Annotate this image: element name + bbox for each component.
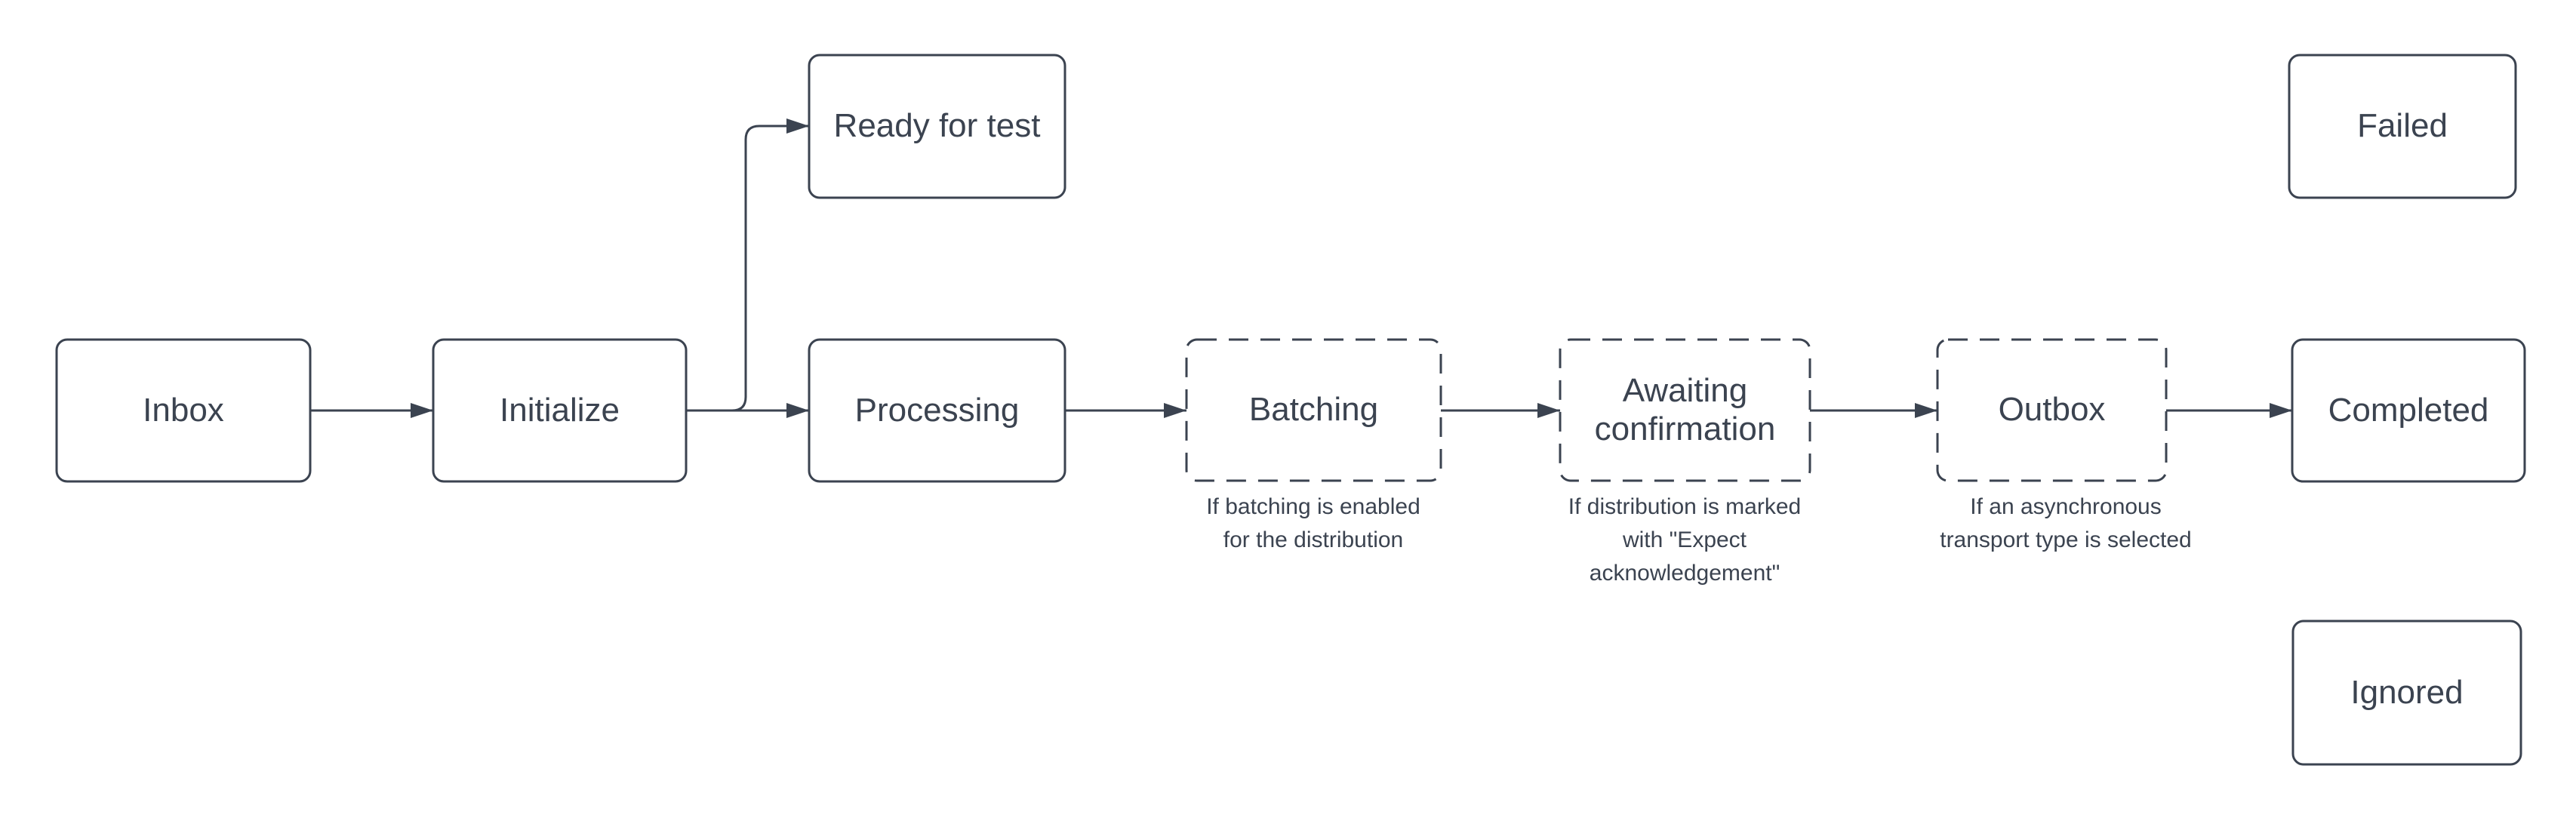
caption-batching-condition: If batching is enabled for the distribut… (1206, 494, 1420, 552)
node-processing[interactable]: Processing (809, 340, 1065, 481)
caption-outbox-condition: If an asynchronous transport type is sel… (1940, 494, 2192, 552)
node-ignored-label: Ignored (2350, 673, 2464, 711)
edge-initialize-to-ready-for-test (686, 118, 809, 412)
node-inbox-label: Inbox (143, 391, 224, 429)
node-batching-label: Batching (1248, 391, 1379, 429)
node-completed[interactable]: Completed (2292, 340, 2525, 481)
caption-awaiting-confirmation-condition: If distribution is marked with "Expect a… (1568, 494, 1802, 586)
node-awaiting-confirmation[interactable]: Awaiting confirmation (1560, 340, 1810, 481)
node-outbox[interactable]: Outbox (1937, 340, 2166, 481)
node-completed-label: Completed (2328, 391, 2489, 429)
node-failed[interactable]: Failed (2289, 55, 2516, 198)
node-inbox[interactable]: Inbox (57, 340, 310, 481)
node-initialize[interactable]: Initialize (433, 340, 686, 481)
node-ignored[interactable]: Ignored (2293, 621, 2521, 764)
node-ready-for-test-label: Ready for test (833, 107, 1041, 145)
node-initialize-label: Initialize (500, 391, 620, 429)
node-ready-for-test[interactable]: Ready for test (809, 55, 1065, 198)
node-batching[interactable]: Batching (1186, 340, 1441, 481)
node-processing-label: Processing (854, 391, 1020, 429)
node-outbox-label: Outbox (1998, 391, 2106, 429)
node-awaiting-confirmation-label: Awaiting confirmation (1594, 371, 1776, 447)
node-failed-label: Failed (2357, 107, 2448, 145)
